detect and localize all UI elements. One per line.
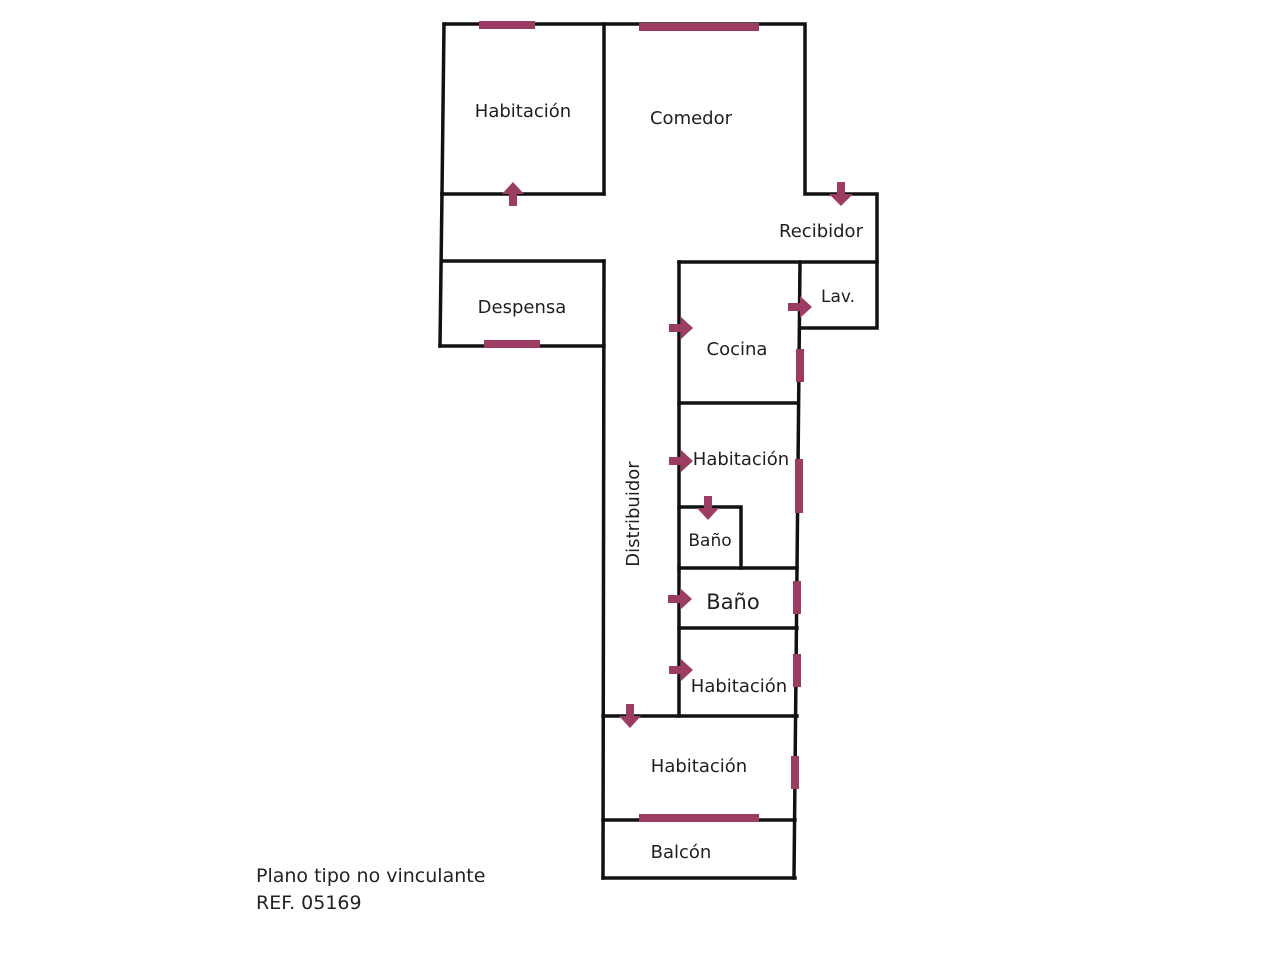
wall-top-left <box>440 22 446 196</box>
label-habitacion-bottom: Habitación <box>651 756 747 777</box>
windows <box>479 21 804 822</box>
door-arrow-habitacion-mid-icon <box>669 450 693 472</box>
walls <box>438 22 879 880</box>
label-balcon: Balcón <box>651 842 712 863</box>
label-cocina: Cocina <box>707 339 768 360</box>
label-habitacion-lower: Habitación <box>691 676 787 697</box>
door-arrow-recibidor-icon <box>829 182 853 206</box>
label-habitacion-top: Habitación <box>475 101 571 122</box>
door-arrow-lavadero-icon <box>788 296 812 318</box>
plan-disclaimer: Plano tipo no vinculante <box>256 865 486 887</box>
label-distribuidor: Distribuidor <box>623 461 644 567</box>
label-recibidor: Recibidor <box>779 221 864 242</box>
door-arrow-habitacion-bottom-icon <box>619 704 641 728</box>
wall-left-corridor <box>438 192 444 348</box>
door-arrow-bano-icon <box>668 588 692 610</box>
wall-outline-top <box>442 22 879 330</box>
label-lavadero: Lav. <box>821 287 855 307</box>
room-labels: Habitación Comedor Recibidor Despensa La… <box>475 101 864 863</box>
wall-distribuidor-left <box>601 259 606 880</box>
wall-bano-small <box>677 505 743 570</box>
label-comedor: Comedor <box>650 108 733 129</box>
plan-reference: REF. 05169 <box>256 892 362 914</box>
label-despensa: Despensa <box>478 297 567 318</box>
door-arrow-habitacion-top-icon <box>502 182 524 206</box>
door-arrow-bano-small-icon <box>697 496 719 520</box>
door-arrow-habitacion-lower-icon <box>669 659 693 681</box>
label-bano: Baño <box>706 590 759 614</box>
door-arrow-cocina-icon <box>669 317 693 339</box>
doors <box>502 182 853 728</box>
label-bano-small: Baño <box>688 531 731 551</box>
label-habitacion-mid: Habitación <box>693 449 789 470</box>
